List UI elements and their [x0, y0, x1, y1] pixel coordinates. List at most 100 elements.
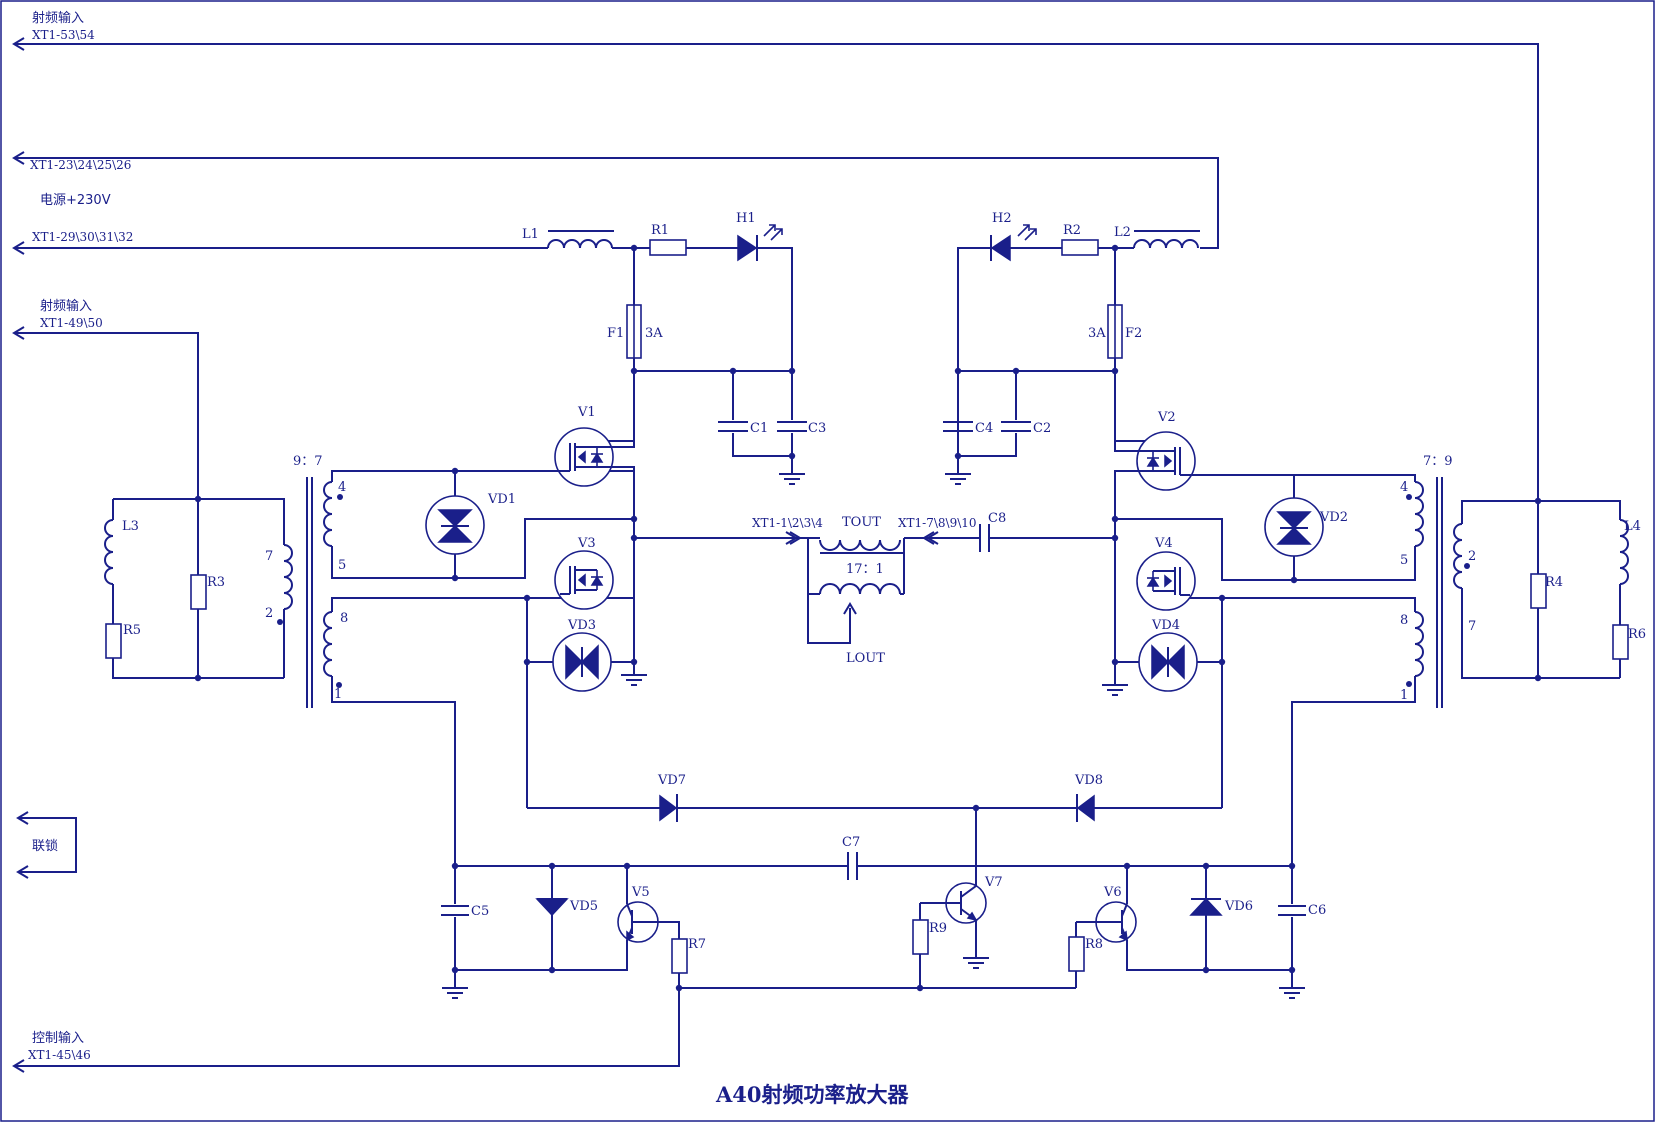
rf-input-top-port: 射频输入 XT1-53\54	[12, 10, 1539, 501]
inductor-l2: L2	[1114, 225, 1200, 249]
svg-text:R5: R5	[123, 623, 141, 638]
svg-text:F2: F2	[1125, 326, 1142, 341]
svg-text:LOUT: LOUT	[846, 651, 885, 666]
svg-text:VD4: VD4	[1151, 618, 1180, 633]
svg-text:4: 4	[338, 480, 346, 495]
svg-text:V1: V1	[577, 405, 596, 420]
svg-text:XT1-29\30\31\32: XT1-29\30\31\32	[32, 230, 133, 244]
ground-c4	[944, 473, 972, 485]
svg-text:17：1: 17：1	[846, 562, 884, 577]
capacitor-c6: C6	[1278, 903, 1326, 918]
svg-text:联锁: 联锁	[32, 838, 58, 854]
resistor-r5: R5	[105, 623, 141, 659]
svg-text:9：7: 9：7	[293, 454, 323, 469]
transformer-left-secondary-a	[323, 481, 333, 547]
svg-text:8: 8	[1400, 613, 1408, 628]
fuse-f2: 3A F2	[1088, 304, 1142, 359]
svg-text:控制输入: 控制输入	[32, 1030, 84, 1046]
svg-text:7: 7	[265, 549, 273, 564]
mosfet-v1: V1	[554, 405, 614, 487]
svg-text:H1: H1	[736, 211, 756, 226]
capacitor-c4: C4	[943, 421, 993, 436]
mosfet-v3: V3	[554, 536, 614, 610]
ground-v3	[620, 674, 648, 686]
resistor-r8: R8	[1068, 936, 1103, 972]
supply-port-1: XT1-23\24\25\26 电源+230V	[12, 151, 1219, 249]
svg-text:L1: L1	[522, 227, 539, 242]
svg-text:C1: C1	[750, 421, 768, 436]
svg-text:8: 8	[340, 611, 348, 626]
svg-text:L4: L4	[1624, 519, 1641, 534]
svg-text:R7: R7	[688, 937, 706, 952]
svg-text:5: 5	[338, 558, 346, 573]
svg-text:R2: R2	[1063, 223, 1081, 238]
ground-v7	[962, 957, 990, 969]
tvs-diode-vd4: VD4	[1138, 618, 1198, 692]
svg-text:电源+230V: 电源+230V	[40, 193, 111, 208]
resistor-r2: R2	[1061, 223, 1099, 256]
capacitor-c3: C3	[777, 421, 826, 436]
junction-dots	[194, 244, 1542, 992]
resistor-r9: R9	[912, 919, 947, 955]
svg-text:V2: V2	[1157, 410, 1176, 425]
indicator-led-h2: H2	[990, 211, 1037, 262]
transformer-left-primary	[283, 544, 293, 610]
transistor-v7: V7	[920, 875, 1003, 924]
transformer-left-secondary-b	[323, 611, 333, 677]
svg-text:3A: 3A	[645, 326, 663, 341]
svg-text:C5: C5	[471, 904, 489, 919]
tvs-diode-vd3: VD3	[552, 618, 612, 692]
svg-text:7: 7	[1468, 619, 1476, 634]
svg-text:5: 5	[1400, 553, 1408, 568]
svg-text:射频输入: 射频输入	[40, 298, 92, 314]
svg-text:1: 1	[334, 687, 342, 702]
resistor-r6: R6	[1612, 624, 1646, 660]
svg-text:C4: C4	[975, 421, 993, 436]
svg-text:VD8: VD8	[1074, 773, 1103, 788]
svg-text:V5: V5	[631, 885, 650, 900]
rf-input-left-port: 射频输入 XT1-49\50	[12, 298, 199, 499]
diode-vd7: VD7	[657, 773, 686, 822]
svg-text:XT1-49\50: XT1-49\50	[40, 316, 103, 330]
tvs-diode-vd1: VD1	[425, 492, 516, 555]
svg-text:4: 4	[1400, 480, 1408, 495]
svg-text:F1: F1	[607, 326, 624, 341]
fuse-f1: F1 3A	[607, 304, 663, 359]
svg-text:XT1-23\24\25\26: XT1-23\24\25\26	[30, 158, 131, 172]
svg-text:VD3: VD3	[567, 618, 596, 633]
svg-text:XT1-7\8\9\10: XT1-7\8\9\10	[898, 516, 977, 530]
transformer-right-primary	[1453, 523, 1463, 589]
svg-text:V7: V7	[984, 875, 1003, 890]
svg-text:V6: V6	[1103, 885, 1122, 900]
transformer-right-core: 7：9	[1423, 454, 1453, 708]
ground-c6	[1278, 987, 1306, 999]
diode-vd5: VD5	[535, 898, 598, 917]
svg-text:R3: R3	[207, 575, 225, 590]
capacitor-c8: C8	[979, 511, 1006, 552]
svg-text:L3: L3	[122, 519, 139, 534]
svg-text:C6: C6	[1308, 903, 1326, 918]
svg-text:XT1-45\46: XT1-45\46	[28, 1048, 91, 1062]
svg-text:XT1-53\54: XT1-53\54	[32, 28, 95, 42]
output-inductor-lout: LOUT	[807, 583, 904, 666]
indicator-led-h1: H1	[736, 211, 783, 262]
resistor-r4: R4	[1530, 573, 1563, 609]
svg-text:R8: R8	[1085, 937, 1103, 952]
svg-text:C2: C2	[1033, 421, 1051, 436]
svg-text:7：9: 7：9	[1423, 454, 1453, 469]
svg-text:TOUT: TOUT	[842, 515, 881, 530]
svg-text:R4: R4	[1545, 575, 1563, 590]
svg-text:VD6: VD6	[1224, 899, 1253, 914]
capacitor-c1: C1	[718, 421, 768, 436]
transistor-v6: V6	[1076, 885, 1137, 943]
interlock-port: 联锁	[16, 811, 77, 879]
diagram-title: A40射频功率放大器	[715, 1082, 910, 1107]
resistor-r1: R1	[649, 223, 687, 256]
svg-text:VD1: VD1	[487, 492, 516, 507]
capacitor-c5: C5	[441, 904, 489, 919]
tvs-diode-vd2: VD2	[1264, 497, 1348, 557]
ground-v4	[1101, 684, 1129, 696]
inductor-l3: L3	[104, 519, 139, 585]
